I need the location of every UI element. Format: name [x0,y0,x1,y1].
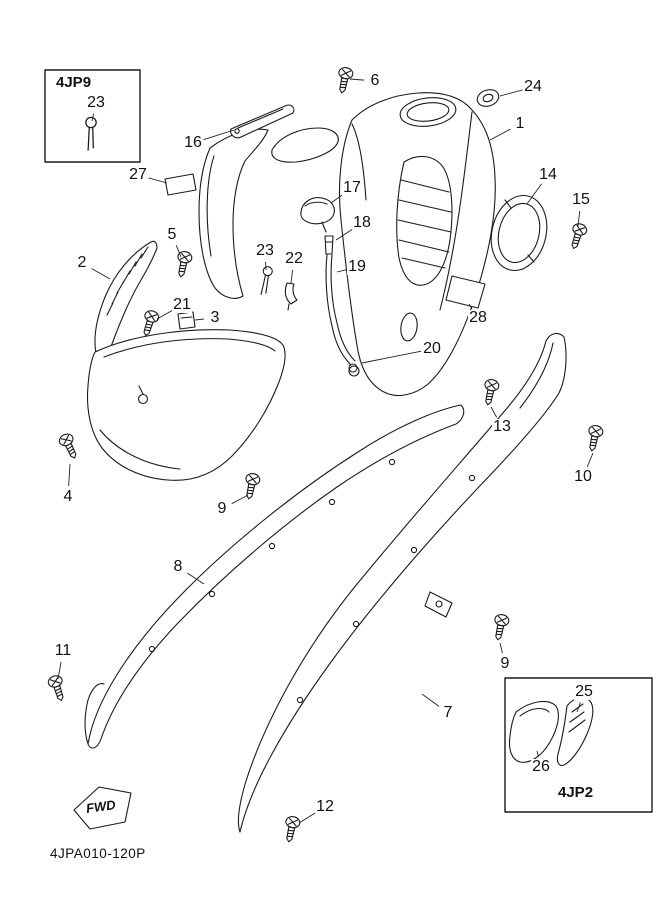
callout-8: 8 [172,558,184,575]
screw-21 [138,308,161,339]
callout-9: 9 [216,500,228,517]
part-19-20-hose [325,254,358,373]
screw-9b [490,612,511,642]
screw-15 [566,221,589,252]
callout-6: 6 [369,72,381,89]
callout-21: 21 [172,296,192,313]
part-2-trim [94,240,158,355]
part-27-label [164,173,197,196]
screw-9a [241,471,262,501]
callout-16: 16 [183,134,203,151]
part-16-bracket [230,104,295,139]
screw-10 [584,423,605,453]
leader-lines [57,78,594,824]
callout-17: 17 [342,179,362,196]
callout-2: 2 [76,254,88,271]
part-23-pin [258,265,274,297]
part-28-label [445,275,486,309]
callout-14: 14 [538,166,558,183]
part-3-clip [177,311,196,330]
part-front-panel [87,329,286,481]
callout-24: 24 [523,78,543,95]
inset-4jp9-label: 4JP9 [54,74,94,91]
part-1-side-cover [338,92,496,396]
screw-12 [281,814,302,844]
callout-3: 3 [209,309,221,326]
part-inner-panel [198,128,269,299]
part-upper-trim [271,127,339,163]
part-14-lid [490,195,548,271]
fwd-arrow-icon [73,786,132,830]
screw-4 [56,431,82,462]
callout-23: 23 [255,242,275,259]
callout-11: 11 [53,642,73,659]
part-24-grommet [476,89,500,107]
callout-27: 27 [128,166,148,183]
callout-12: 12 [315,798,335,815]
callout-15: 15 [571,191,591,208]
callout-26: 26 [531,758,551,775]
callout-10: 10 [573,468,593,485]
diagram-code: 4JPA010-120P [50,846,146,861]
callout-19: 19 [347,258,367,275]
callout-4: 4 [62,488,74,505]
part-18-joint [324,235,334,255]
inset-4jp2-label: 4JP2 [556,784,596,801]
screw-11 [46,673,69,704]
callout-25: 25 [574,683,594,700]
callout-7: 7 [442,704,454,721]
callout-18: 18 [352,214,372,231]
callout-13: 13 [492,418,512,435]
part-17-cap [300,197,335,233]
callout-20: 20 [422,340,442,357]
callout-22: 22 [284,250,304,267]
callout-5: 5 [166,226,178,243]
callout-9: 9 [499,655,511,672]
part-8-side-molding [84,404,465,749]
screw-6 [334,65,355,95]
callout-28: 28 [468,309,488,326]
callout-23: 23 [86,94,106,111]
screw-13 [480,377,501,407]
callout-1: 1 [514,115,526,132]
screw-5 [173,249,194,279]
part-22-hook [284,282,298,311]
part-7-side-molding [237,332,567,833]
